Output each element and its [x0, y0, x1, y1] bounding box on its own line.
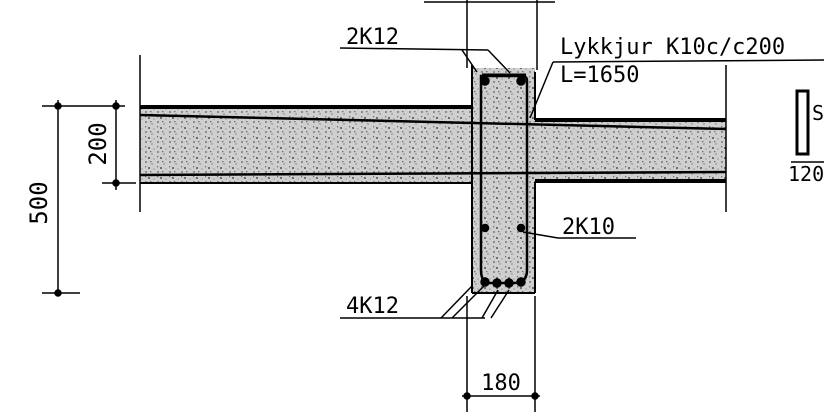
bottom-bar-2 — [492, 278, 502, 288]
slab-top-bar — [139, 113, 727, 131]
label-stirrup-spec: Lykkjur K10c/c200 — [560, 35, 785, 60]
dim-180 — [462, 296, 540, 412]
label-mid-rebar: 2K10 — [562, 215, 615, 240]
bottom-bar-4 — [516, 277, 526, 287]
label-detail-letter: S — [812, 101, 824, 125]
top-bar-right — [516, 76, 526, 86]
mid-bar-right — [516, 223, 526, 233]
label-detail-dim: 120 — [788, 162, 824, 186]
rebar — [139, 73, 727, 288]
bottom-bar-3 — [504, 278, 514, 288]
dim-500-label: 500 — [25, 181, 53, 224]
slab-bottom-bar — [139, 170, 727, 177]
leader-stirrup — [529, 59, 824, 119]
stirrup-detail — [791, 89, 824, 163]
dim-200-label: 200 — [84, 122, 112, 165]
mid-bar-left — [480, 223, 490, 233]
label-stirrup-length: L=1650 — [560, 63, 639, 88]
dim-180-label: 180 — [481, 371, 521, 396]
section-outline — [139, 55, 727, 294]
top-bar-left — [480, 76, 490, 86]
leader-2k12 — [339, 47, 511, 74]
leader-2k10 — [522, 231, 636, 239]
dim-200 — [102, 100, 136, 190]
dim-500 — [42, 100, 125, 297]
leader-4k12 — [340, 285, 510, 319]
bottom-bar-1 — [480, 277, 490, 287]
label-top-rebar: 2K12 — [346, 25, 399, 50]
label-bottom-rebar: 4K12 — [346, 294, 399, 319]
beam-top-extension — [424, 0, 555, 70]
